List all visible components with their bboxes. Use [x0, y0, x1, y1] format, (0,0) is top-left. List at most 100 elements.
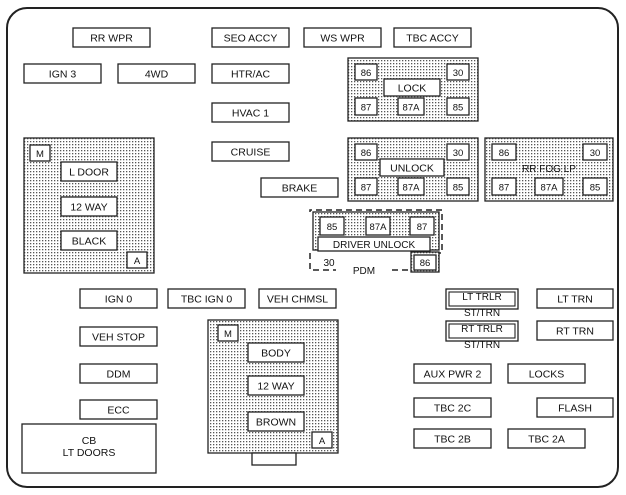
fuse-ign3: IGN 3 [23, 63, 102, 84]
relay-rr-fog-pin-30: 30 [590, 148, 601, 159]
fuse-ign0: IGN 0 [79, 288, 158, 309]
fuse-hvac1: HVAC 1 [211, 102, 290, 123]
breaker-brown-m: M [224, 329, 232, 340]
relay-rr-fog-pin-87: 87 [499, 183, 510, 194]
relay-driver-unlock: 85 87A 87 DRIVER UNLOCK [312, 211, 440, 252]
fuse-ecc: ECC [79, 399, 158, 420]
fuse-tbc-accy-label: TBC ACCY [406, 33, 459, 45]
fuse-hvac1-label: HVAC 1 [232, 108, 269, 120]
fuse-locks: LOCKS [507, 363, 586, 384]
relay-driver-unlock-label: DRIVER UNLOCK [333, 240, 416, 251]
pdm-dashed-left [309, 253, 336, 271]
breaker-brown-a: A [319, 436, 326, 447]
fuse-cruise: CRUISE [211, 141, 290, 162]
fuse-htr-ac-label: HTR/AC [231, 69, 271, 81]
fuse-tbc2b: TBC 2B [413, 428, 492, 449]
fuse-rt-trn: RT TRN [536, 320, 614, 341]
fuse-htr-ac: HTR/AC [211, 63, 290, 84]
fuse-tbc2b-label: TBC 2B [434, 434, 471, 446]
fuse-lt-trn-label: LT TRN [557, 294, 593, 306]
fuse-rt-trlr-line2: ST/TRN [464, 340, 500, 351]
pdm-label: PDM [353, 266, 375, 277]
fuse-ecc-label: ECC [107, 405, 130, 417]
fuse-4wd-label: 4WD [145, 69, 169, 81]
relay-unlock-label: UNLOCK [390, 163, 434, 175]
fuse-veh-chmsl: VEH CHMSL [258, 288, 337, 309]
fuse-ws-wpr: WS WPR [303, 27, 382, 48]
relay-unlock-pin-30: 30 [453, 148, 464, 159]
relay-rr-fog-pin-85: 85 [590, 183, 601, 194]
relay-driver-unlock-pin-85: 85 [327, 222, 338, 233]
fuse-seo-accy: SEO ACCY [211, 27, 290, 48]
fuse-brake: BRAKE [260, 177, 339, 198]
breaker-black-item3: BLACK [72, 236, 106, 248]
fuse-veh-chmsl-label: VEH CHMSL [267, 294, 328, 306]
fuse-brake-label: BRAKE [282, 183, 318, 195]
fuse-tbc2c: TBC 2C [413, 397, 492, 418]
relay-lock-pin-30: 30 [453, 68, 464, 79]
fuse-tbc-accy: TBC ACCY [393, 27, 472, 48]
fuse-veh-stop-label: VEH STOP [92, 332, 145, 344]
relay-lock-pin-85: 85 [453, 103, 464, 114]
fuse-seo-accy-label: SEO ACCY [224, 33, 278, 45]
fuse-ddm-label: DDM [107, 369, 131, 381]
relay-lock-pin-86: 86 [361, 68, 372, 79]
relay-unlock-pin-87a: 87A [403, 183, 421, 194]
breaker-brown-item1: BODY [261, 348, 291, 360]
relay-driver-unlock-pin-87: 87 [417, 222, 428, 233]
relay-unlock-pin-86: 86 [361, 148, 372, 159]
relay-driver-unlock-pin-87a: 87A [370, 222, 388, 233]
fuse-lt-trlr-st-trn: LT TRLR ST/TRN [445, 288, 519, 319]
relay-unlock: 86 30 UNLOCK 87 87A 85 [347, 137, 479, 202]
fuse-flash: FLASH [536, 397, 614, 418]
fuse-tbc2a: TBC 2A [507, 428, 586, 449]
fuse-ddm: DDM [79, 363, 158, 384]
fuse-tbc-ign0-label: TBC IGN 0 [181, 294, 233, 306]
relay-rr-fog-pin-86: 86 [499, 148, 510, 159]
fuse-rt-trlr-st-trn: RT TRLR ST/TRN [445, 320, 519, 351]
breaker-brown-tab [251, 452, 297, 466]
pdm-pin-30: 30 [323, 258, 335, 269]
breaker-brown-item3: BROWN [256, 417, 296, 429]
breaker-black-m: M [36, 149, 44, 160]
fuse-ign3-label: IGN 3 [49, 69, 77, 81]
relay-rr-fog-label: RR FOG LP [522, 164, 576, 175]
breaker-black: M L DOOR 12 WAY BLACK A [23, 137, 155, 274]
fuse-tbc2a-label: TBC 2A [528, 434, 565, 446]
fuse-rr-wpr-label: RR WPR [90, 33, 133, 45]
relay-lock-pin-87: 87 [361, 103, 372, 114]
fuse-lt-trlr-line2: ST/TRN [464, 308, 500, 319]
relay-unlock-pin-87: 87 [361, 183, 372, 194]
breaker-cb-line1: CB [82, 435, 97, 447]
fuse-ws-wpr-label: WS WPR [320, 33, 365, 45]
relay-lock-pin-87a: 87A [403, 103, 421, 114]
relay-rr-fog-lp: 86 30 RR FOG LP 87 87A 85 [484, 137, 614, 202]
relay-lock-label: LOCK [398, 83, 427, 95]
fuse-ign0-label: IGN 0 [105, 294, 133, 306]
fuse-4wd: 4WD [117, 63, 196, 84]
breaker-brown-item2: 12 WAY [257, 381, 294, 393]
breaker-black-item2: 12 WAY [70, 202, 107, 214]
fuse-tbc2c-label: TBC 2C [434, 403, 472, 415]
fuse-lt-trlr-line1: LT TRLR [462, 292, 501, 303]
fuse-rt-trn-label: RT TRN [556, 326, 594, 338]
fuse-rr-wpr: RR WPR [72, 27, 151, 48]
fuse-aux-pwr2: AUX PWR 2 [413, 363, 492, 384]
relay-rr-fog-pin-87a: 87A [541, 183, 559, 194]
relay-driver-unlock-pin-86: 86 [420, 258, 431, 269]
breaker-black-a: A [134, 256, 141, 267]
fuse-veh-stop: VEH STOP [79, 326, 158, 347]
fuse-tbc-ign0: TBC IGN 0 [167, 288, 246, 309]
relay-lock: 86 30 LOCK 87 87A 85 [347, 57, 479, 122]
fuse-flash-label: FLASH [558, 403, 592, 415]
fuse-rt-trlr-line1: RT TRLR [461, 324, 503, 335]
breaker-cb-line2: LT DOORS [63, 447, 116, 459]
relay-unlock-pin-85: 85 [453, 183, 464, 194]
fuse-cruise-label: CRUISE [231, 147, 271, 159]
fuse-locks-label: LOCKS [529, 369, 565, 381]
breaker-black-item1: L DOOR [69, 167, 109, 179]
breaker-brown: M BODY 12 WAY BROWN A [207, 319, 339, 466]
breaker-cb-lt-doors: CB LT DOORS [21, 423, 157, 474]
fuse-aux-pwr2-label: AUX PWR 2 [424, 369, 482, 381]
